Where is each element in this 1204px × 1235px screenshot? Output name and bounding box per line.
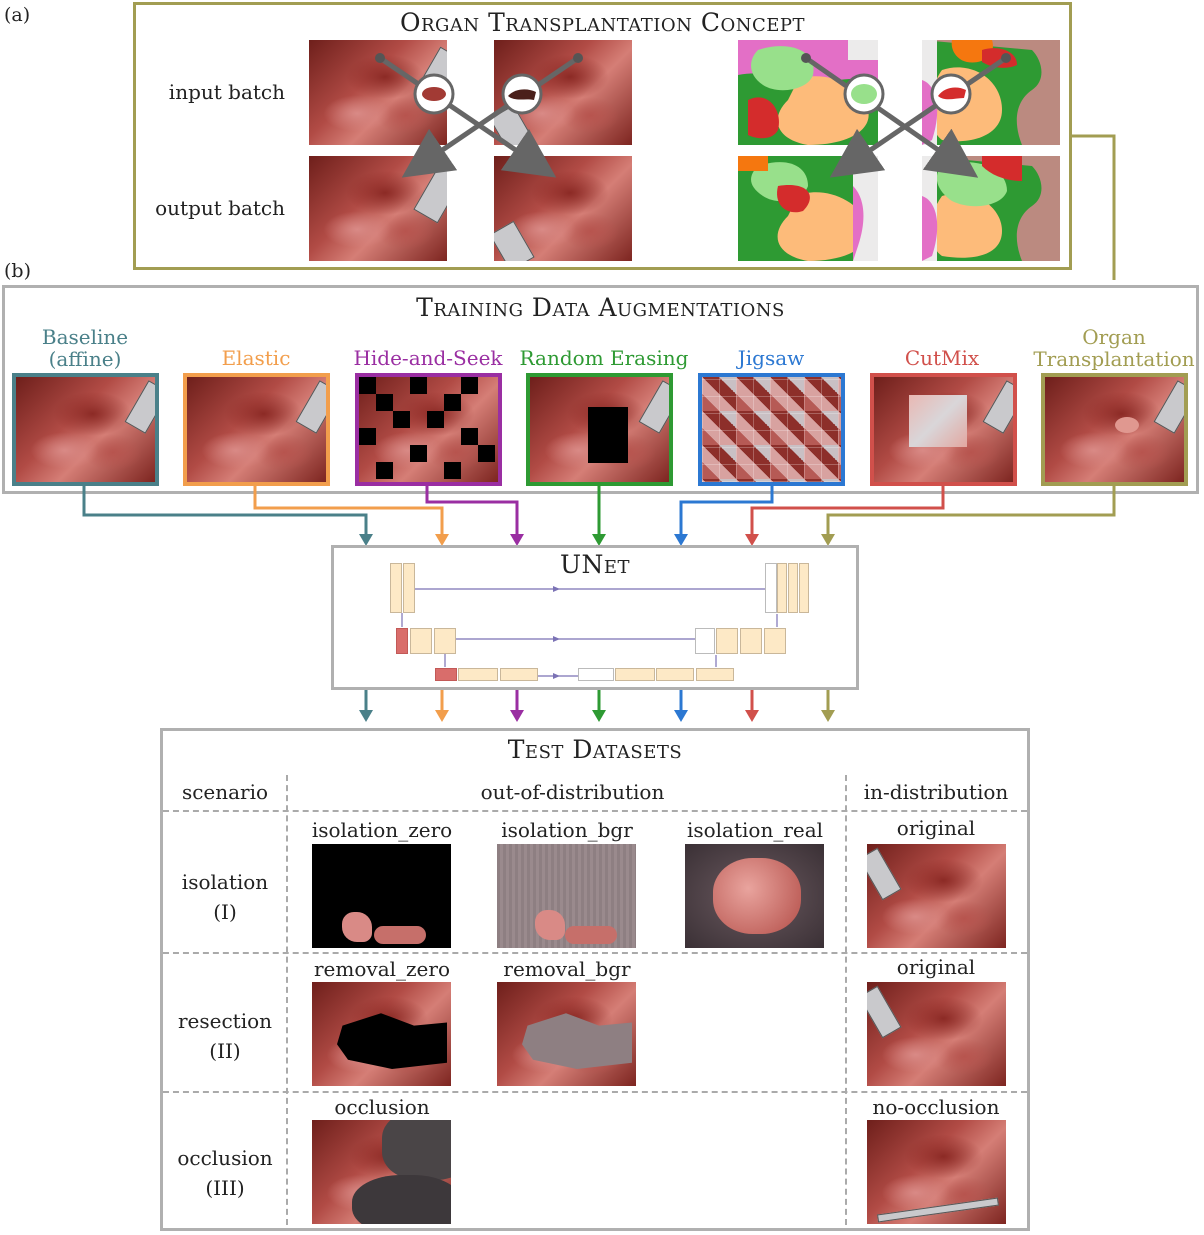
- panel-a-title: Organ Transplantation Concept: [399, 8, 805, 37]
- divider-row1: [163, 952, 1027, 954]
- unet-dec1-a: [777, 563, 787, 613]
- dataset-image-removal-zero: [312, 982, 451, 1086]
- dataset-label-isolation-zero: isolation_zero: [311, 818, 453, 842]
- unet-down1: [396, 628, 408, 654]
- unet-down2: [435, 668, 457, 681]
- panel-a-arrows: [375, 53, 1116, 280]
- unet-box: [331, 545, 859, 690]
- unet-arrows: [401, 586, 778, 679]
- augmentation-connectors: [82, 486, 1116, 722]
- dataset-image-occlusion: [312, 1120, 451, 1224]
- aug-label-hide-and-seek: Hide-and-Seek: [353, 346, 503, 370]
- divider-col1: [286, 775, 288, 1225]
- aug-image-organ-transplantation: [1041, 373, 1188, 486]
- aug-label-elastic: Elastic: [221, 346, 291, 370]
- scenario-resection: resection: [177, 1009, 273, 1033]
- unet-enc1-a: [390, 563, 402, 613]
- divider-row2: [163, 1091, 1027, 1093]
- unet-skip-middle: [695, 628, 715, 654]
- aug-image-hide-and-seek: [355, 373, 502, 486]
- dataset-label-isolation-real: isolation_real: [686, 818, 824, 842]
- dataset-image-isolation-real: [685, 844, 824, 948]
- divider-header: [163, 810, 1027, 812]
- header-out-of-distribution: out-of-distribution: [480, 780, 665, 804]
- dataset-label-original-1: original: [896, 816, 976, 840]
- dataset-label-isolation-bgr: isolation_bgr: [501, 818, 633, 842]
- header-in-distribution: in-distribution: [863, 780, 1009, 804]
- dataset-image-isolation-bgr: [497, 844, 636, 948]
- dataset-image-original-2: [867, 982, 1006, 1086]
- scenario-resection-roman: (II): [209, 1039, 241, 1063]
- unet-bottleneck-b: [500, 668, 538, 681]
- panel-b-title: Training Data Augmentations: [416, 293, 785, 322]
- aug-label-jigsaw: Jigsaw: [737, 346, 805, 370]
- aug-image-elastic: [183, 373, 330, 486]
- unet-title: UNET: [559, 550, 631, 579]
- aug-label-cutmix: CutMix: [904, 346, 980, 370]
- unet-dec1-c: [799, 563, 809, 613]
- unet-skip-bottom: [578, 668, 614, 681]
- unet-dec2-b: [740, 628, 762, 654]
- dataset-label-original-2: original: [896, 955, 976, 979]
- scenario-isolation: isolation: [181, 870, 269, 894]
- unet-dec2-a: [716, 628, 738, 654]
- panel-a-box: [133, 2, 1072, 270]
- row-label-output-batch: output batch: [155, 196, 285, 220]
- aug-image-baseline: [12, 373, 159, 486]
- dataset-image-original-1: [867, 844, 1006, 948]
- aug-image-cutmix: [870, 373, 1017, 486]
- unet-dec1-b: [788, 563, 798, 613]
- panel-a-label: (a): [4, 4, 31, 26]
- unet-enc2-a: [410, 628, 432, 654]
- panel-b-label: (b): [4, 260, 31, 282]
- divider-col2: [845, 775, 847, 1225]
- scenario-occlusion-roman: (III): [205, 1176, 245, 1200]
- unet-dec3-b: [656, 668, 694, 681]
- scenario-isolation-roman: (I): [213, 900, 237, 924]
- row-label-input-batch: input batch: [168, 80, 285, 104]
- header-scenario: scenario: [181, 780, 269, 804]
- dataset-label-no-occlusion: no-occlusion: [872, 1095, 1000, 1119]
- aug-image-random-erasing: [526, 373, 673, 486]
- dataset-image-no-occlusion: [867, 1120, 1006, 1224]
- dataset-image-isolation-zero: [312, 844, 451, 948]
- unet-skip-top: [765, 563, 777, 613]
- dataset-label-removal-zero: removal_zero: [314, 957, 450, 981]
- unet-bottleneck-a: [458, 668, 498, 681]
- scenario-occlusion: occlusion: [177, 1146, 273, 1170]
- test-datasets-title: Test Datasets: [507, 735, 683, 764]
- unet-dec2-c: [764, 628, 786, 654]
- unet-dec3-a: [615, 668, 655, 681]
- aug-image-jigsaw: [698, 373, 845, 486]
- test-datasets-box: [160, 728, 1030, 1231]
- dataset-label-removal-bgr: removal_bgr: [503, 957, 631, 981]
- unet-dec3-c: [696, 668, 734, 681]
- dataset-image-removal-bgr: [497, 982, 636, 1086]
- aug-label-baseline: Baseline(affine): [41, 325, 129, 371]
- unet-enc1-b: [403, 563, 415, 613]
- dataset-label-occlusion: occlusion: [334, 1095, 430, 1119]
- unet-enc2-b: [434, 628, 456, 654]
- aug-label-random-erasing: Random Erasing: [519, 346, 689, 370]
